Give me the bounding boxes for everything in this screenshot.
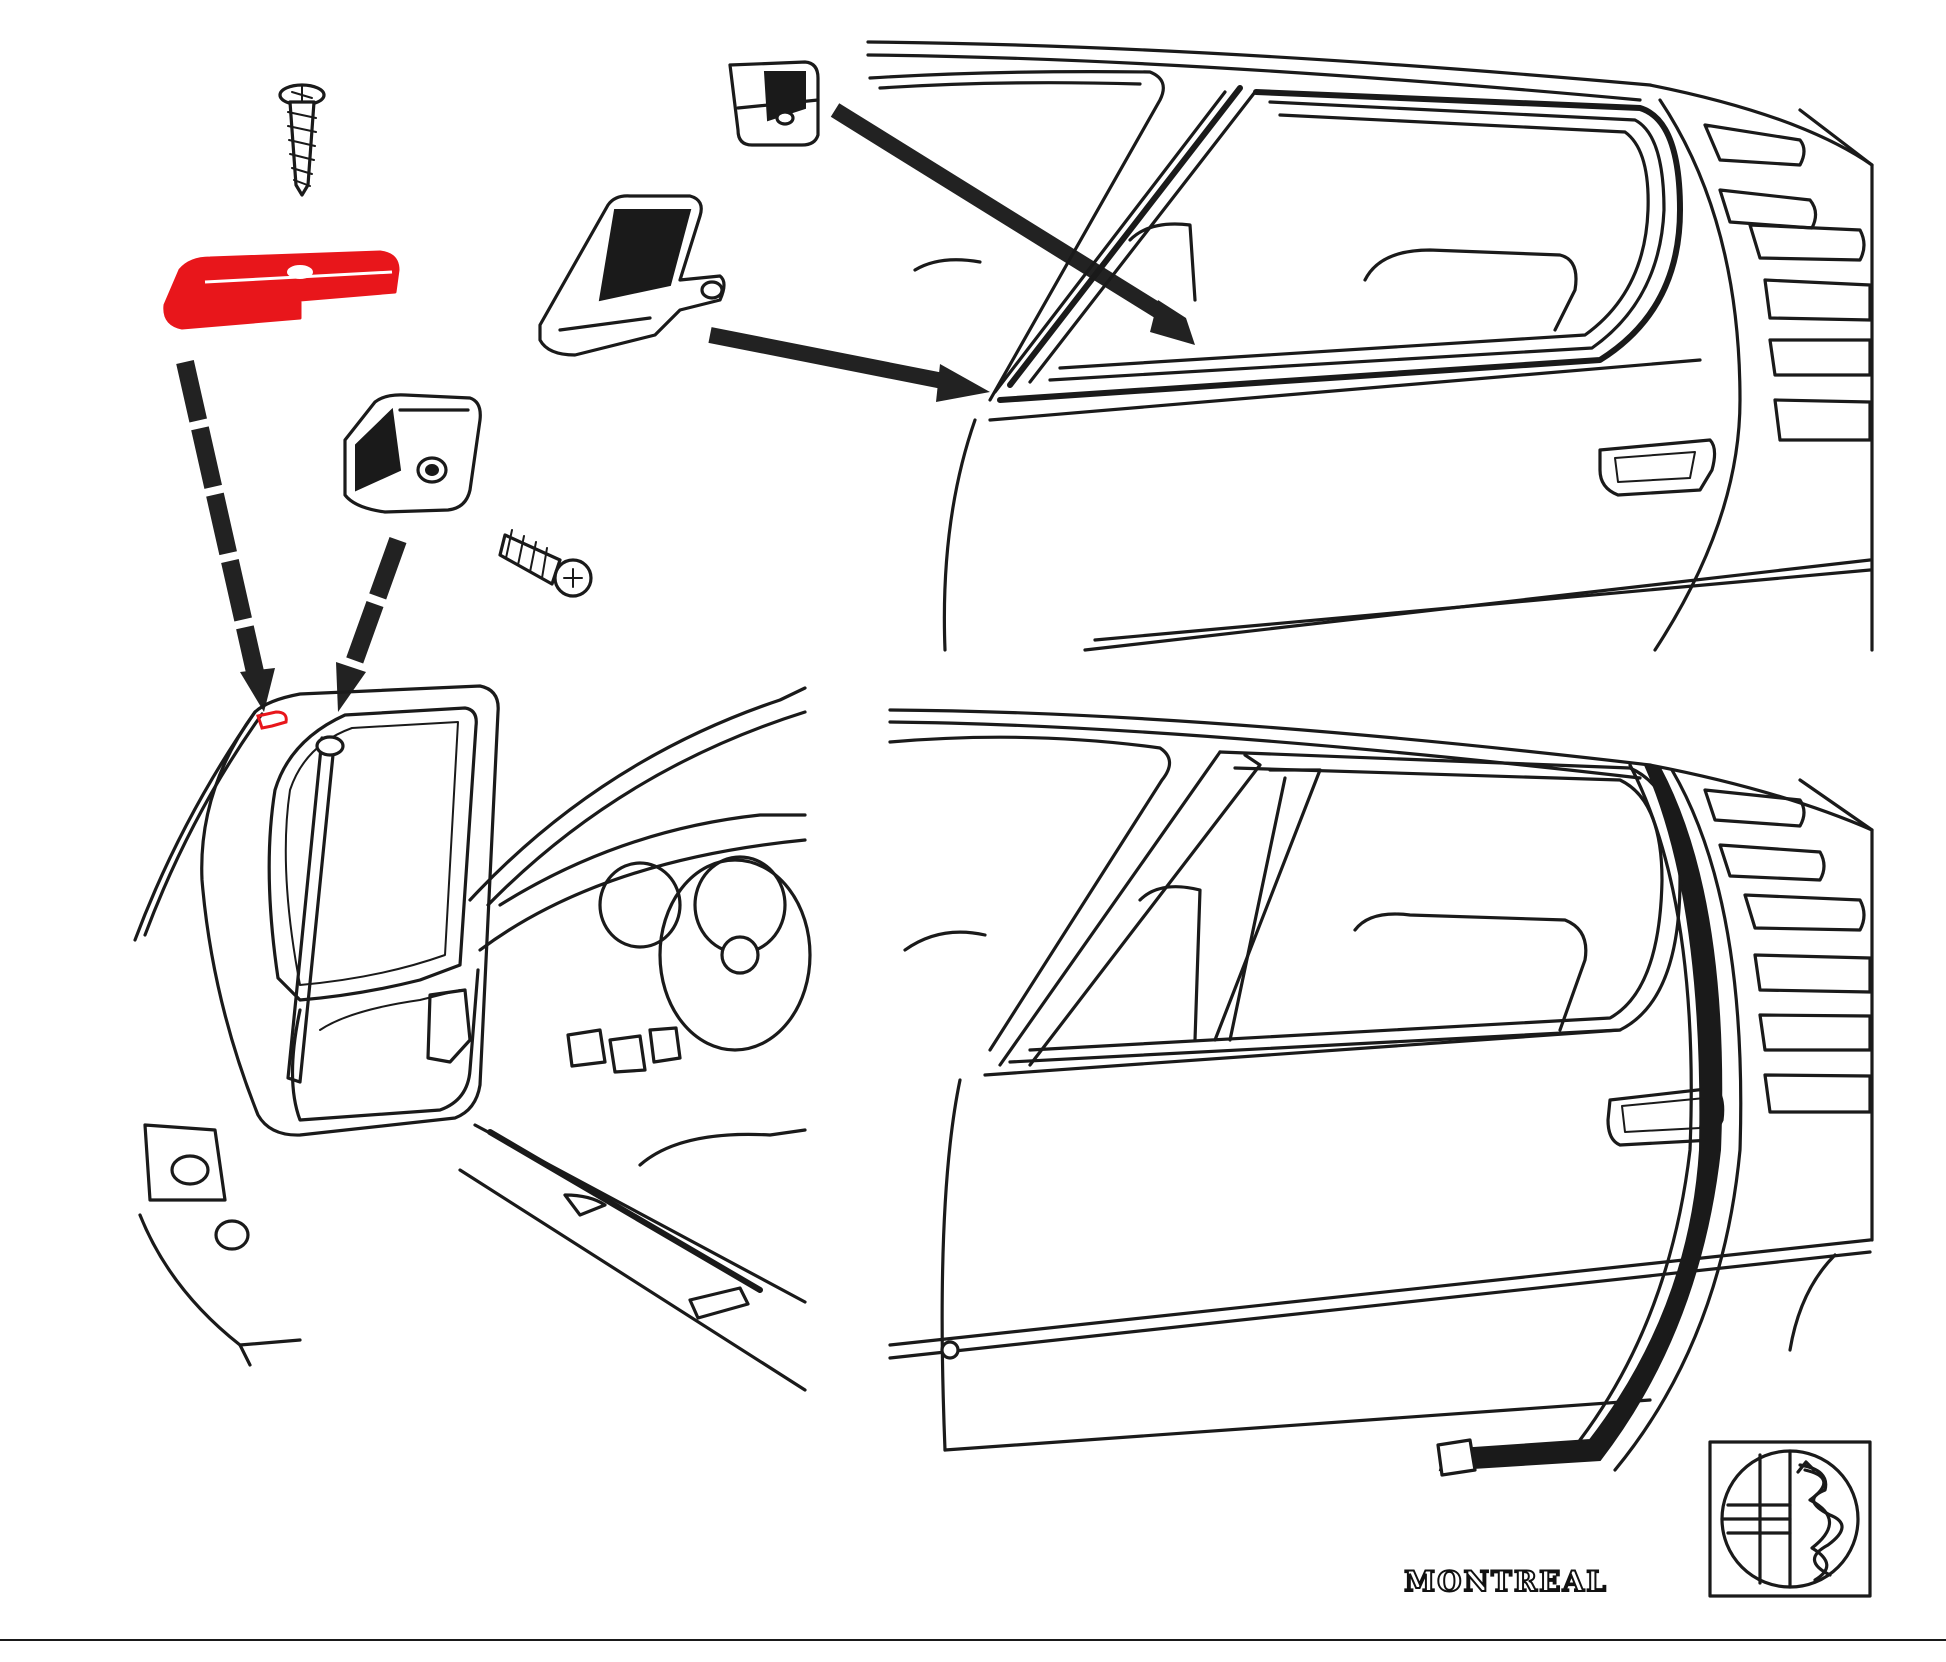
- arrow-to-door-lower-cap: [336, 536, 407, 712]
- door-closed-pillar-seal-view: [888, 708, 1874, 1477]
- arrow-to-door-top-cap: [176, 360, 275, 712]
- arrow-to-window-top: [830, 103, 1195, 345]
- door-open-interior-view: [133, 684, 812, 1392]
- window-seal-end-clip: [728, 60, 820, 147]
- window-seal-retainer-bracket: [538, 194, 726, 357]
- brand-wordmark: MONTREAL: [1403, 1565, 1608, 1598]
- door-window-seal-detail-view: [866, 40, 1874, 652]
- lower-screw: [498, 529, 593, 598]
- door-frame-lower-corner-cap: [343, 393, 482, 514]
- upper-screw: [278, 83, 326, 197]
- arrow-to-window-sill: [708, 327, 990, 402]
- door-frame-top-corner-cap: [163, 250, 400, 330]
- alfa-romeo-logo: [1708, 1440, 1872, 1598]
